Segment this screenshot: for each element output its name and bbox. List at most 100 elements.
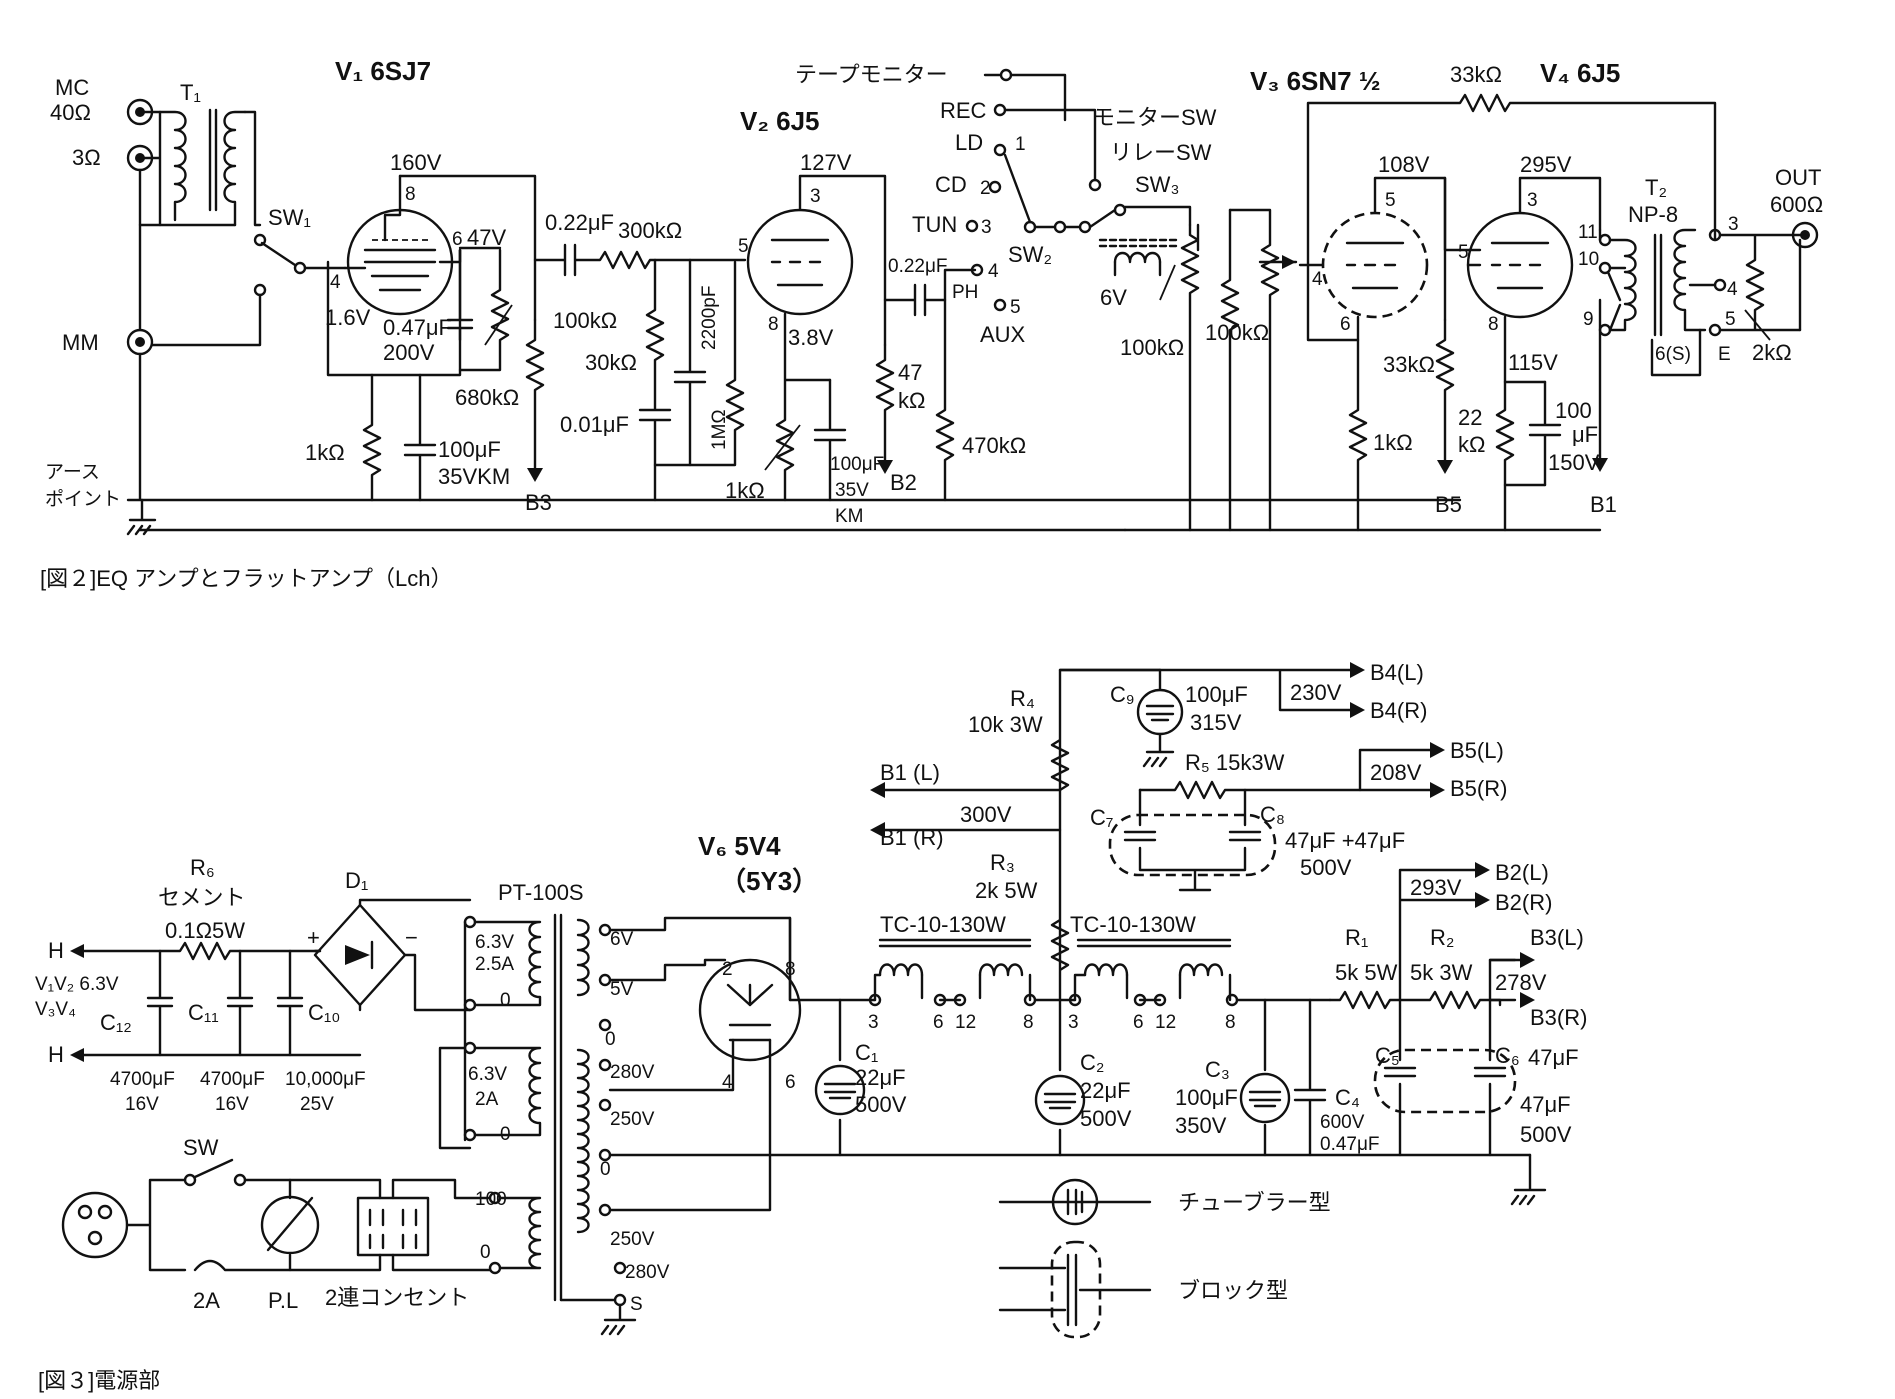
- svg-text:2A: 2A: [475, 1089, 499, 1110]
- fig3-caption: [図３]電源部: [38, 1368, 160, 1393]
- v2-cathode-cap: 100μF: [830, 454, 884, 475]
- c7-label: C₇: [1090, 805, 1113, 830]
- v6-label: V₆ 5V4: [698, 831, 781, 861]
- v4-plate-voltage: 295V: [1520, 152, 1572, 177]
- r2-value: 5k 3W: [1410, 960, 1473, 985]
- svg-text:2.5A: 2.5A: [475, 954, 514, 975]
- r1-value: 5k 5W: [1335, 960, 1398, 985]
- svg-text:+: +: [307, 925, 320, 950]
- b5r-label: B5(R): [1450, 776, 1507, 801]
- v6-5v4-rectifier: V₆ 5V4 （5Y3） 2 8 4 6: [608, 831, 1532, 1212]
- svg-text:16V: 16V: [125, 1094, 159, 1115]
- v3-cathode-resistor: 1kΩ: [1373, 430, 1413, 455]
- r4-label: R₄: [1010, 686, 1035, 711]
- r6-value: 0.1Ω5W: [165, 918, 245, 943]
- relay-sw-label: リレーSW: [1110, 140, 1212, 165]
- aux-label: AUX: [980, 322, 1026, 347]
- v3-plate-voltage: 108V: [1378, 152, 1430, 177]
- c5-c6-block-icon: [1373, 1048, 1517, 1114]
- svg-text:500V: 500V: [1520, 1122, 1572, 1147]
- legend: チューブラー型 ブロック型: [998, 1178, 1331, 1339]
- fig2-caption: [図２]EQ アンプとフラットアンプ（Lch）: [40, 566, 453, 591]
- svg-text:0.47μF: 0.47μF: [1320, 1134, 1380, 1155]
- v2-label: V₂ 6J5: [740, 106, 820, 136]
- svg-text:12: 12: [955, 1012, 976, 1033]
- svg-text:11: 11: [1578, 222, 1598, 243]
- svg-text:8: 8: [1225, 1012, 1236, 1033]
- legend-tubular-icon: [1051, 1178, 1099, 1226]
- v4-cathode-voltage: 115V: [1508, 350, 1558, 375]
- mc-40ohm: 40Ω: [50, 100, 91, 125]
- v4-label: V₄ 6J5: [1540, 58, 1620, 88]
- svg-text:5: 5: [1385, 190, 1396, 211]
- svg-text:35V: 35V: [835, 480, 869, 501]
- filter-capacitors: C₁ 22μF 500V C₂ 22μF 500V C₃ 100μF 350V …: [814, 998, 1380, 1157]
- cd-label: CD: [935, 172, 967, 197]
- b3-filter: R₁ 5k 5W R₂ 5k 3W 293V B2(L) B2(R) 278V …: [1328, 860, 1587, 1206]
- v2-cathode-voltage: 3.8V: [788, 325, 834, 350]
- c9-value: 100μF: [1185, 682, 1248, 707]
- v2-output-coupling: 0.22μF PH 470kΩ: [883, 256, 1026, 502]
- c10-label: C₁₀: [308, 1000, 340, 1025]
- v2-6j5-tube: V₂ 6J5 127V 3 5 8 3.8V 1kΩ 100μF 35V KM …: [725, 106, 925, 527]
- svg-text:4: 4: [1727, 279, 1738, 300]
- b3l-label: B3(L): [1530, 925, 1584, 950]
- svg-text:6: 6: [1133, 1012, 1144, 1033]
- b5-voltage: 208V: [1370, 760, 1422, 785]
- r6-label: R₆: [190, 855, 215, 880]
- tape-monitor-label: テープモニター: [795, 62, 948, 87]
- svg-text:9: 9: [1583, 309, 1594, 330]
- fuse-label: 2A: [193, 1288, 220, 1313]
- legend-block-icon: [1050, 1240, 1102, 1339]
- coupling2-cap: 0.22μF: [888, 256, 948, 277]
- svg-text:2: 2: [980, 178, 991, 199]
- svg-text:100μF: 100μF: [1175, 1085, 1238, 1110]
- v3-plate-resistor: 33kΩ: [1383, 352, 1435, 377]
- out-jack-icon: [1791, 221, 1819, 249]
- v1-plate-voltage: 160V: [390, 150, 442, 175]
- t2-shield: 6(S): [1655, 344, 1691, 365]
- b1-voltage: 300V: [960, 802, 1012, 827]
- v3-label: V₃ 6SN7 ½: [1250, 66, 1381, 96]
- b3r-label: B3(R): [1530, 1005, 1587, 1030]
- svg-text:200V: 200V: [383, 340, 435, 365]
- b2r-label: B2(R): [1495, 890, 1552, 915]
- svg-text:−: −: [405, 925, 418, 950]
- c9-label: C₉: [1110, 682, 1135, 707]
- c12-label: C₁₂: [100, 1010, 132, 1035]
- pt-280v-b: 280V: [625, 1262, 670, 1283]
- svg-text:3: 3: [1068, 1012, 1079, 1033]
- t2-model: NP-8: [1628, 202, 1678, 227]
- svg-text:25V: 25V: [300, 1094, 334, 1115]
- b1l-label: B1 (L): [880, 760, 940, 785]
- r4-value: 10k 3W: [968, 712, 1043, 737]
- v1-screen-cap: 0.47μF: [383, 315, 452, 340]
- fig3-power-supply-schematic: H H V₁V₂ 6.3V V₃V₄ R₆ セメント 0.1Ω5W C₁₂ C₁…: [35, 660, 1587, 1393]
- c1-label: C₁: [855, 1040, 878, 1065]
- v2-b2-supply: B2: [890, 470, 917, 495]
- v4-cathode-cap: 100: [1555, 398, 1592, 423]
- pilot-lamp-icon: [260, 1195, 320, 1255]
- b2-voltage: 293V: [1410, 875, 1462, 900]
- mc-3ohm: 3Ω: [72, 145, 101, 170]
- pt-250v-b: 250V: [610, 1229, 655, 1250]
- svg-text:8: 8: [405, 184, 416, 205]
- svg-text:6: 6: [785, 1072, 796, 1093]
- svg-text:150V: 150V: [1548, 450, 1600, 475]
- v1-cathode-voltage: 1.6V: [325, 305, 371, 330]
- mc-label: MC: [55, 75, 89, 100]
- filter-chokes: TC-10-130W 3 6 12 8 TC-10-130W 3 6 12 8: [868, 912, 1332, 1033]
- v1-screen-voltage: 47V: [467, 225, 506, 250]
- c2-label: C₂: [1080, 1050, 1104, 1075]
- b2l-label: B2(L): [1495, 860, 1549, 885]
- heater-label-1: V₁V₂ 6.3V: [35, 974, 119, 995]
- svg-text:3: 3: [981, 217, 992, 238]
- legend-block: ブロック型: [1178, 1278, 1288, 1303]
- sw3-label: SW₃: [1135, 172, 1179, 197]
- outlet-icon: [356, 1196, 430, 1257]
- coupling1-100k: 100kΩ: [553, 308, 617, 333]
- b4r-label: B4(R): [1370, 698, 1427, 723]
- pt-shield: S: [630, 1294, 643, 1315]
- b4-voltage: 230V: [1290, 680, 1342, 705]
